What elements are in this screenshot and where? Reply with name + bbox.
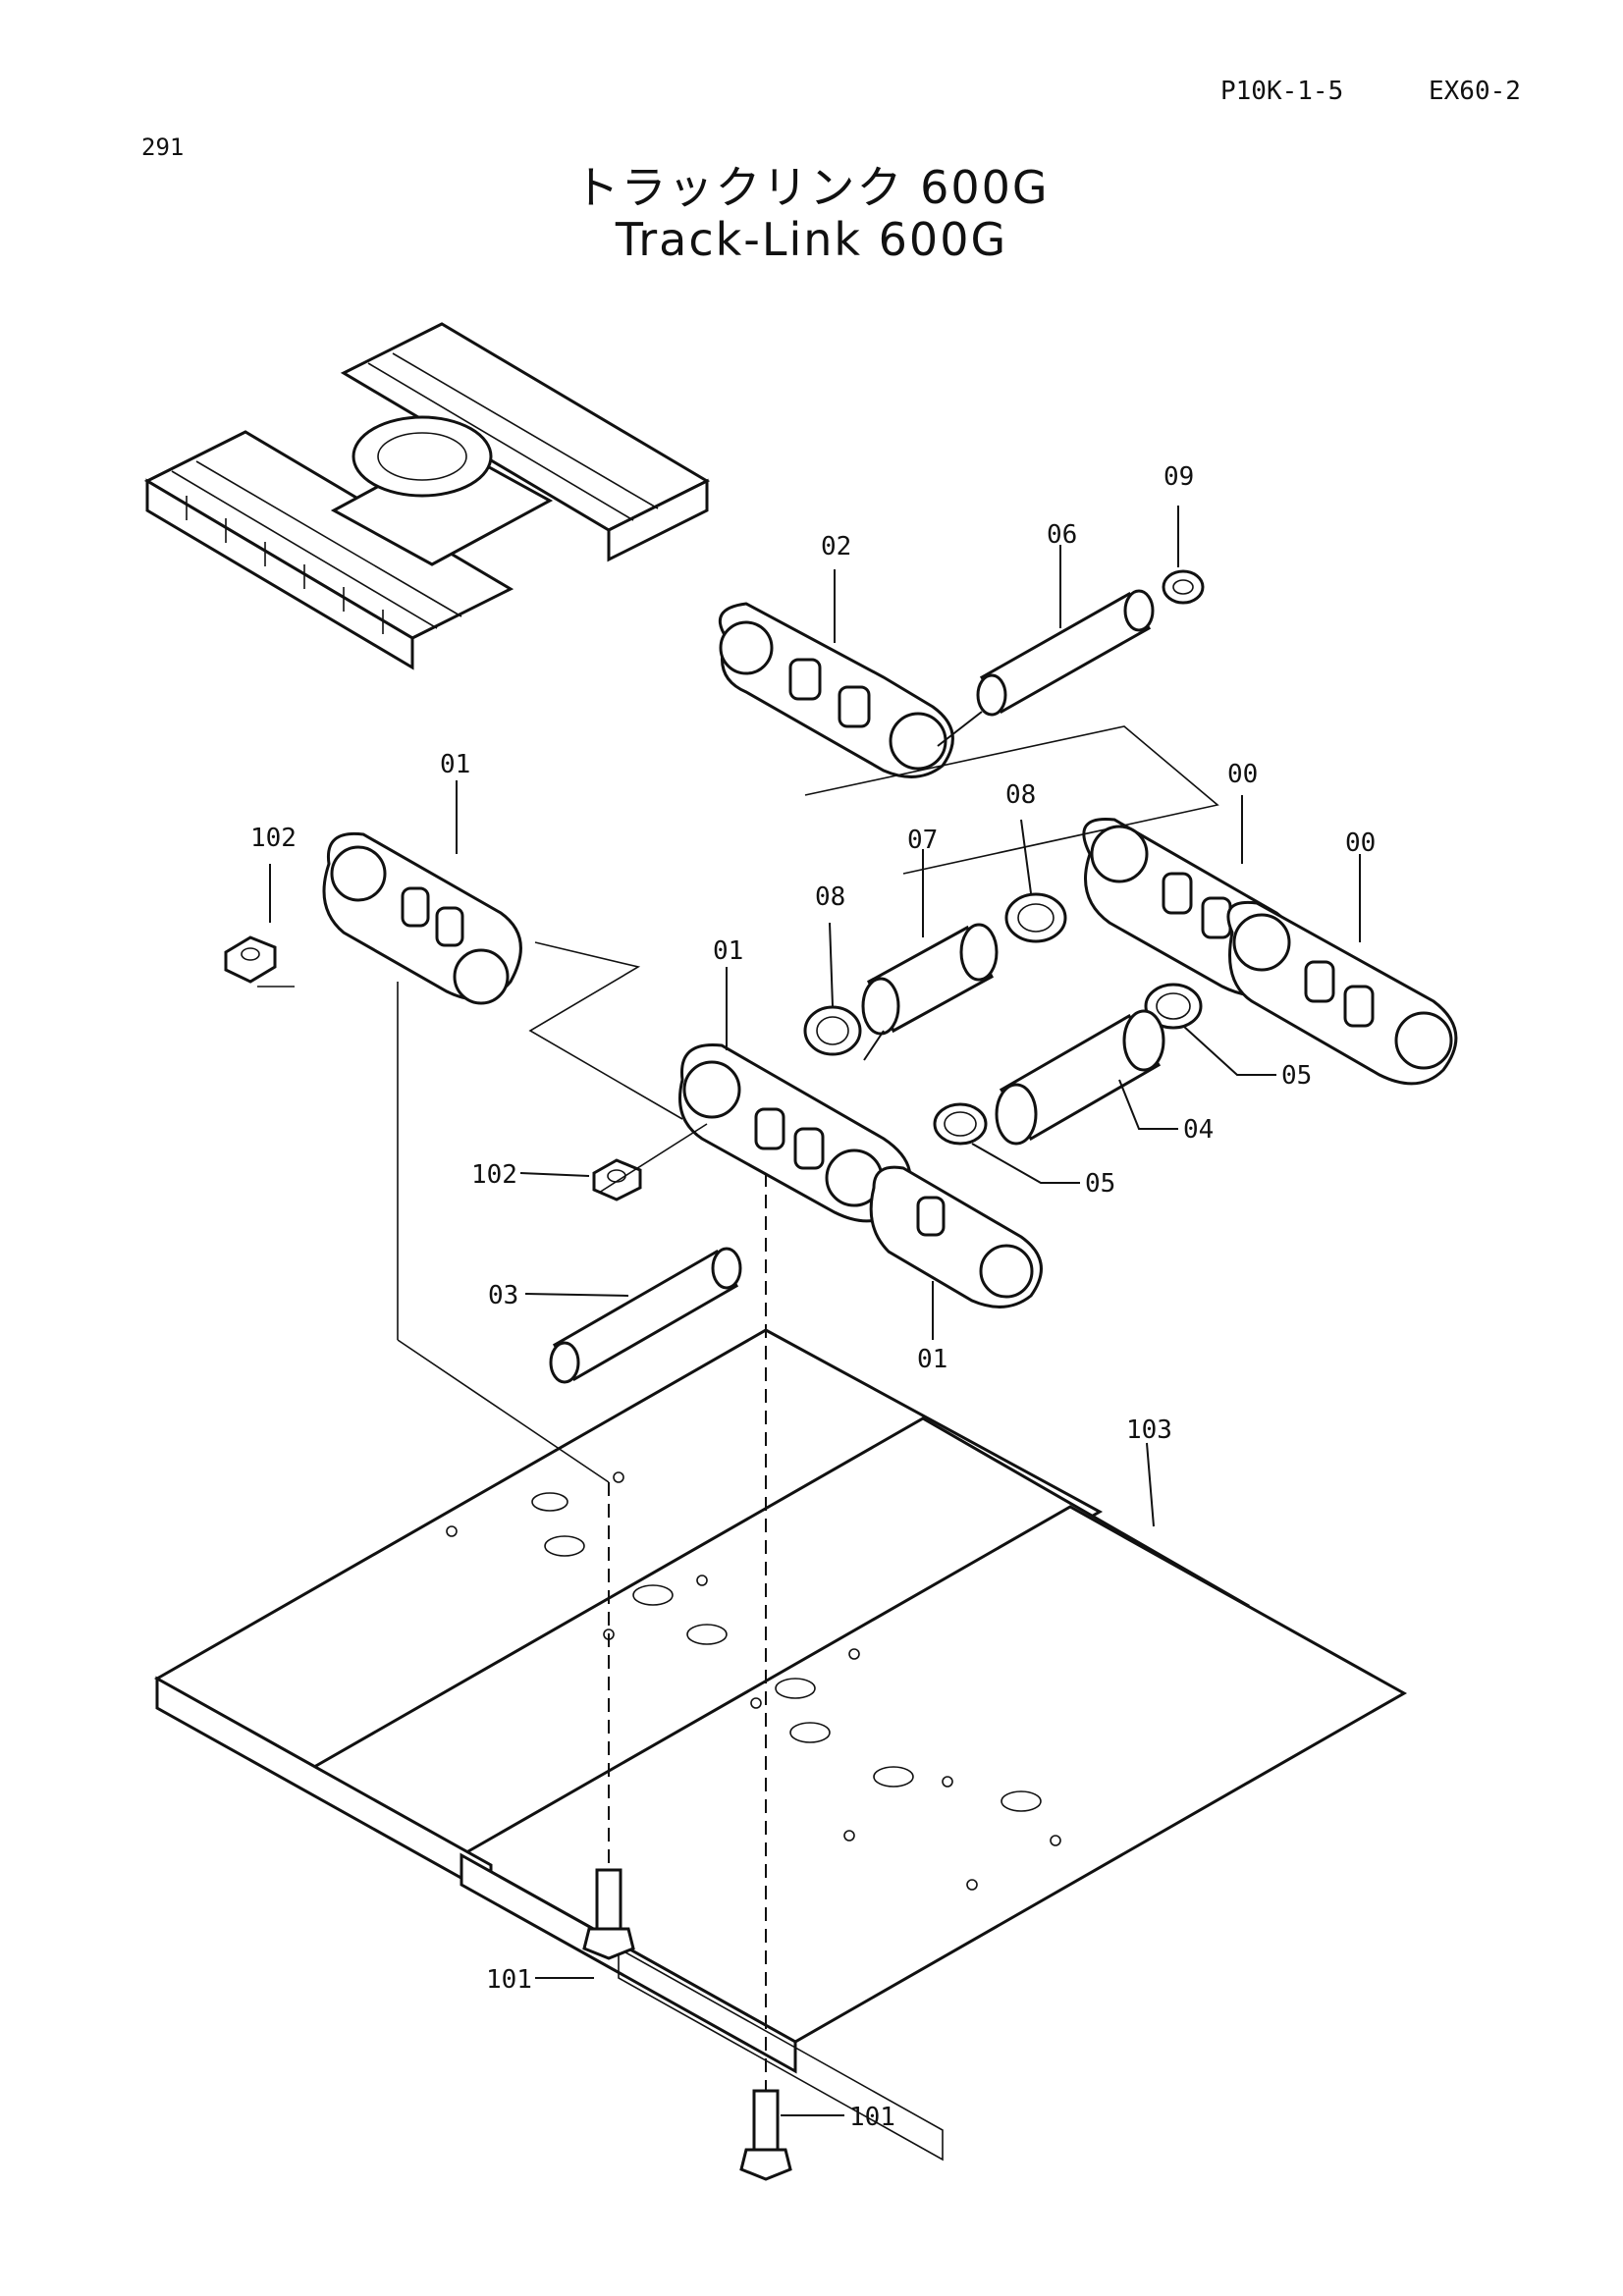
callout-04: 04 bbox=[1183, 1115, 1214, 1145]
callout-02: 02 bbox=[821, 532, 851, 561]
callout-00-a: 00 bbox=[1227, 760, 1258, 789]
callout-101-left: 101 bbox=[486, 1965, 532, 1995]
master-pin-part-06 bbox=[976, 589, 1155, 717]
nut-part-102-center bbox=[592, 1158, 642, 1201]
callout-05-upper: 05 bbox=[1281, 1061, 1312, 1091]
model-code: EX60-2 bbox=[1429, 77, 1521, 106]
callout-07: 07 bbox=[907, 826, 938, 855]
master-bushing-part-07 bbox=[861, 923, 999, 1036]
callout-102-center: 102 bbox=[471, 1160, 517, 1190]
seal-parts-05 bbox=[933, 983, 1203, 1146]
link-part-00-pair bbox=[1082, 817, 1458, 1086]
nut-part-102-top bbox=[224, 935, 277, 984]
callout-08-right: 08 bbox=[1005, 780, 1036, 810]
master-link-part-02 bbox=[718, 602, 954, 778]
page-number: 291 bbox=[141, 133, 185, 161]
title-english: Track-Link 600G bbox=[615, 213, 1008, 266]
reference-code: P10K-1-5 bbox=[1220, 77, 1344, 106]
bolt-part-101-right bbox=[739, 2089, 792, 2181]
link-part-01-center bbox=[678, 1042, 1043, 1308]
pin-part-03 bbox=[549, 1247, 742, 1384]
callout-05-lower: 05 bbox=[1085, 1169, 1115, 1199]
callout-leaders bbox=[269, 506, 1361, 2116]
callout-103: 103 bbox=[1126, 1415, 1172, 1445]
bushing-part-04 bbox=[995, 1009, 1165, 1146]
callout-09: 09 bbox=[1163, 462, 1194, 492]
title-japanese: トラックリンク 600G bbox=[573, 161, 1050, 214]
assembly-leader-lines bbox=[257, 711, 1219, 2091]
callout-08-left: 08 bbox=[815, 882, 845, 912]
callout-03: 03 bbox=[488, 1281, 518, 1310]
callout-00-b: 00 bbox=[1345, 828, 1376, 858]
track-shoe-part-103 bbox=[153, 1328, 1408, 2162]
callout-01-top: 01 bbox=[440, 750, 470, 779]
undercarriage-overview-illustration bbox=[143, 322, 711, 670]
callout-01-center: 01 bbox=[713, 936, 743, 966]
snap-ring-part-09 bbox=[1162, 569, 1205, 605]
callout-06: 06 bbox=[1047, 520, 1077, 550]
callout-101-right: 101 bbox=[849, 2103, 895, 2132]
callout-01-bottom: 01 bbox=[917, 1345, 947, 1374]
link-part-01-top bbox=[322, 831, 522, 1005]
callout-102-top: 102 bbox=[250, 824, 297, 853]
bolt-part-101-left bbox=[582, 1868, 635, 1960]
spacer-parts-08 bbox=[803, 892, 1067, 1056]
